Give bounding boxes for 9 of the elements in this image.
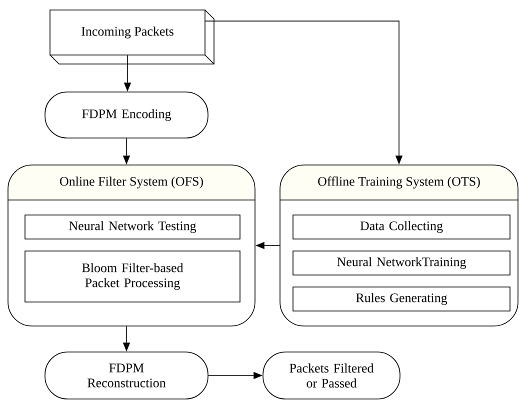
input-block: Incoming Packets — [50, 10, 214, 64]
process-terminal: FDPM Encoding — [44, 92, 208, 138]
process-box: Bloom Filter-based Packet Processing — [24, 250, 240, 302]
process-box: Rules Generating — [292, 286, 510, 312]
process-box: Data Collecting — [292, 214, 510, 240]
process-box: Neural Network Testing — [24, 214, 240, 240]
process-box: Neural NetworkTraining — [292, 250, 510, 276]
process-terminal: FDPM Reconstruction — [44, 352, 208, 400]
process-terminal: Packets Filtered or Passed — [262, 352, 400, 400]
